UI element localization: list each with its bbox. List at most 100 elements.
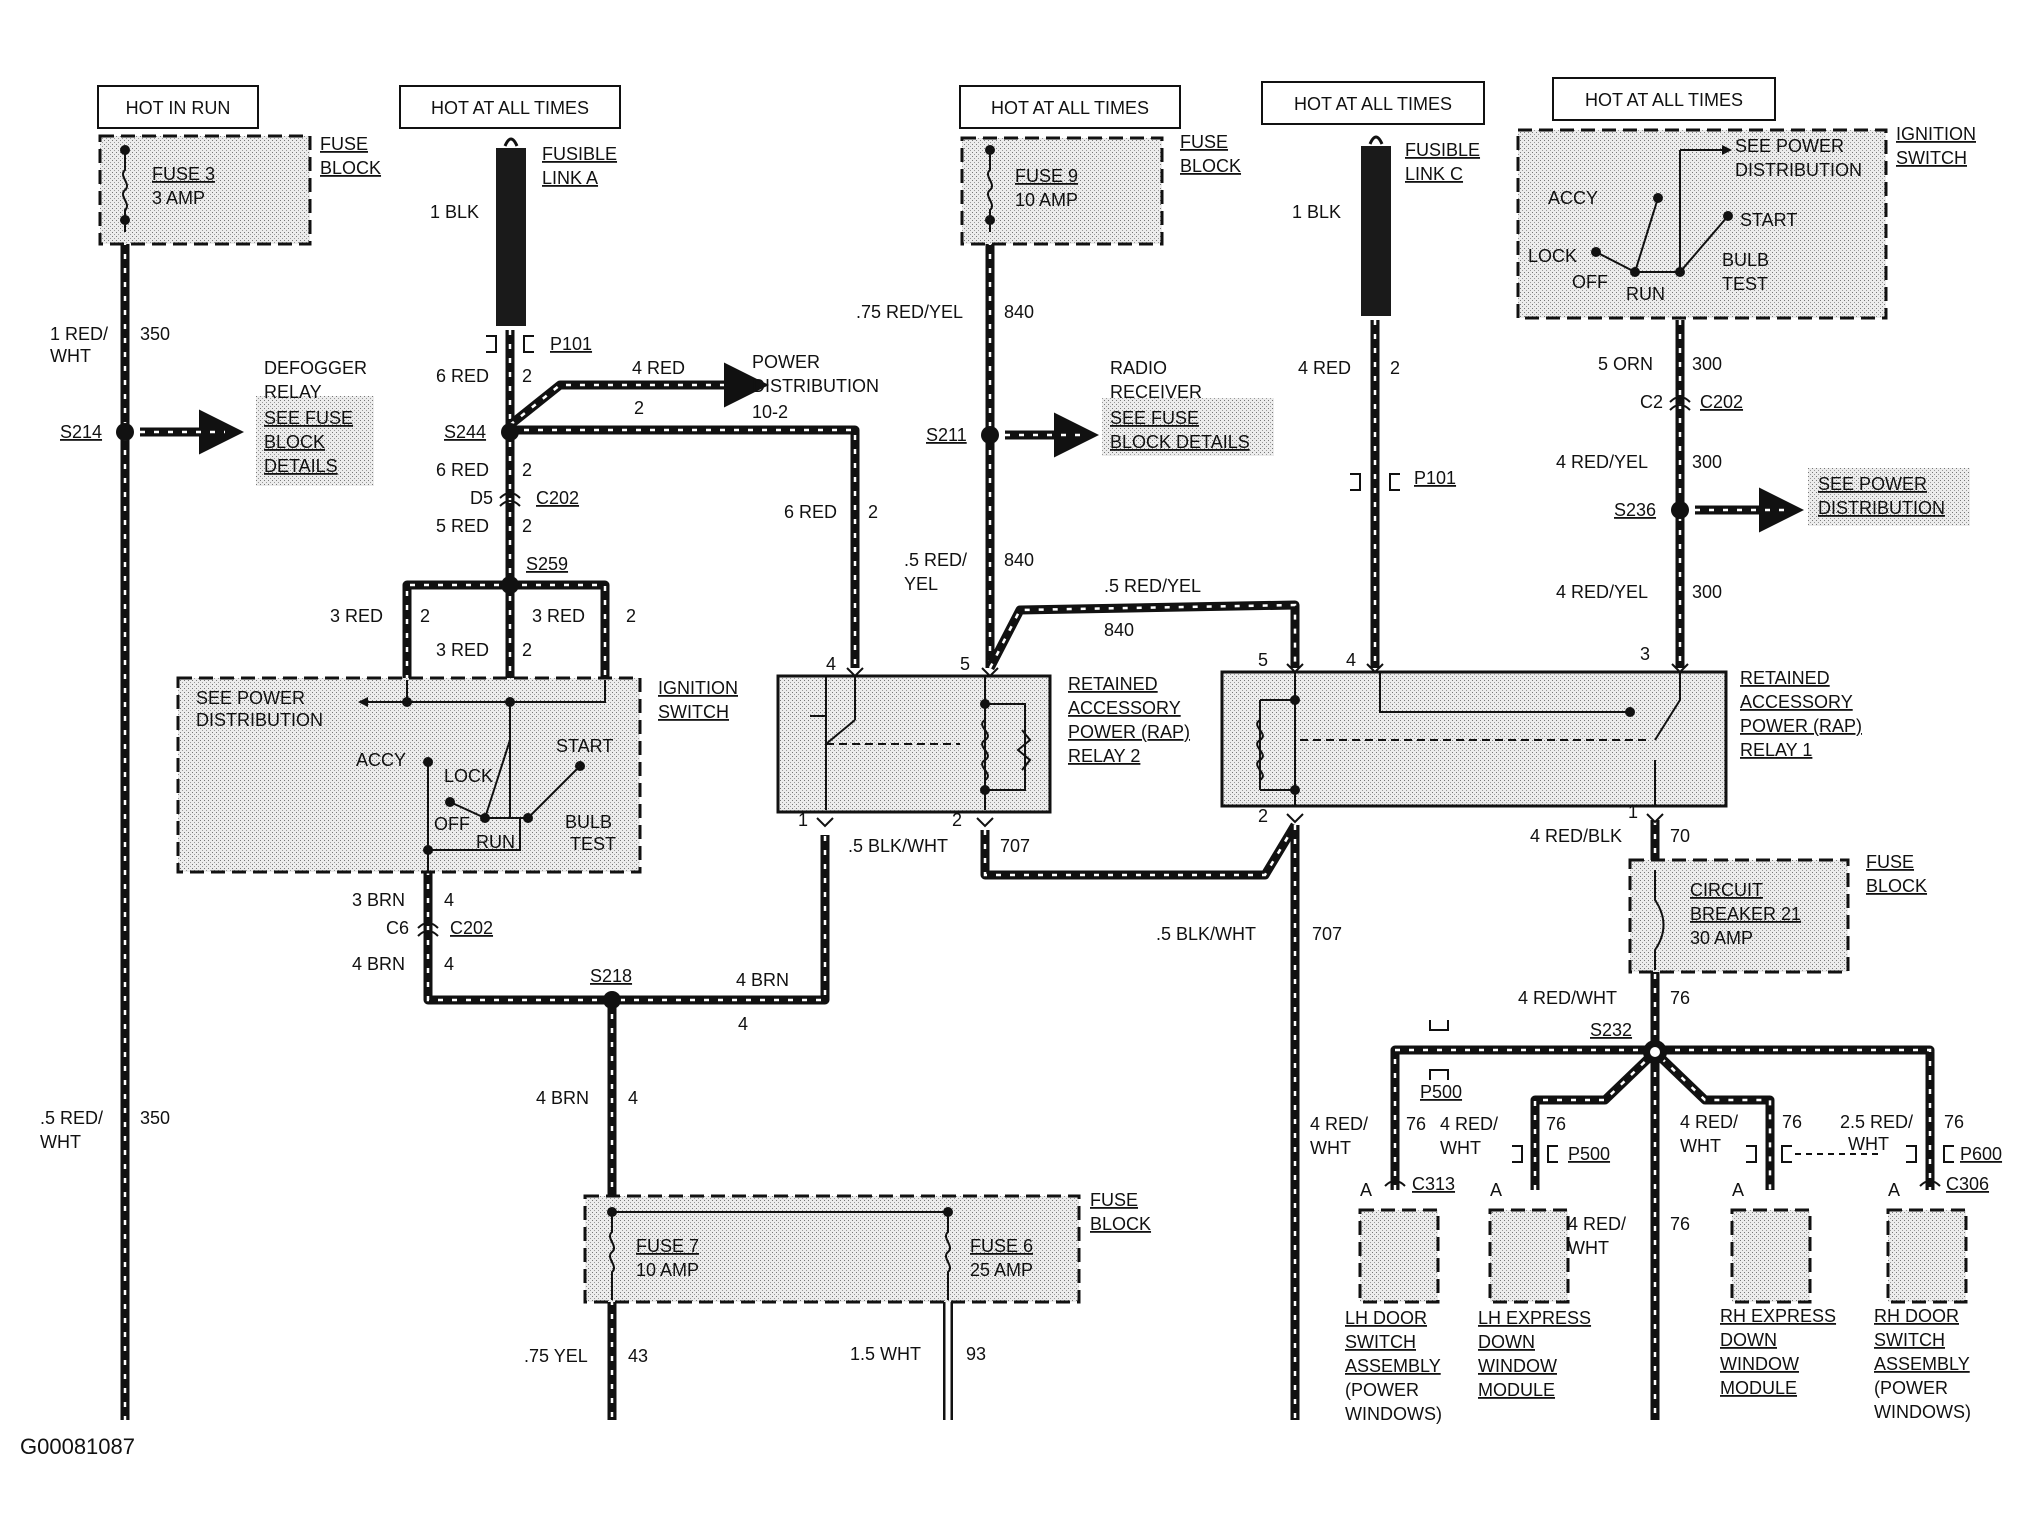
wire-label: 300 — [1692, 452, 1722, 472]
fuse-block-label-2b: BLOCK — [1180, 156, 1241, 176]
wire-label: 4 RED/ — [1310, 1114, 1368, 1134]
defogger-see2: BLOCK — [264, 432, 325, 452]
rap2-line1: RETAINED — [1068, 674, 1158, 694]
splice-s218: S218 — [590, 966, 632, 986]
cb21-line3: 30 AMP — [1690, 928, 1753, 948]
fusible-link-a-line1: FUSIBLE — [542, 144, 617, 164]
ign-left-title-1: IGNITION — [658, 678, 738, 698]
wire-label: .5 RED/YEL — [1104, 576, 1201, 596]
wire-label: WHT — [50, 346, 91, 366]
wire-label: 350 — [140, 324, 170, 344]
rap2-line3: POWER (RAP) — [1068, 722, 1190, 742]
wire-label: 4 — [628, 1088, 638, 1108]
cb21-line1: CIRCUIT — [1690, 880, 1763, 900]
fuse-3: FUSE 3 3 AMP FUSE BLOCK — [98, 134, 381, 246]
wire-label: 4 RED/BLK — [1530, 826, 1622, 846]
rap-relay-2: 4 5 1 2 RETAINED ACCESSORY POWER (RAP) R… — [776, 654, 1190, 830]
radio-see2: BLOCK DETAILS — [1110, 432, 1250, 452]
lh-door-line4: (POWER — [1345, 1380, 1419, 1400]
wire-1-blk-c: 1 BLK — [1292, 202, 1341, 222]
wire-label: 4 — [444, 890, 454, 910]
wire-label: 2 — [626, 606, 636, 626]
ign-left-title-2: SWITCH — [658, 702, 729, 722]
ign-right-see-1: SEE POWER — [1735, 136, 1844, 156]
wire-label: 4 — [738, 1014, 748, 1034]
window-modules: LH DOOR SWITCH ASSEMBLY (POWER WINDOWS) … — [1345, 1208, 1971, 1424]
defogger-see1: SEE FUSE — [264, 408, 353, 428]
wire-label: YEL — [904, 574, 938, 594]
rap1-pin-5: 5 — [1258, 650, 1268, 670]
lh-express-line2: DOWN — [1478, 1332, 1535, 1352]
radio-see1: SEE FUSE — [1110, 408, 1199, 428]
wire-label: 43 — [628, 1346, 648, 1366]
power-dist-line3: 10-2 — [752, 402, 788, 422]
rap2-pin-5: 5 — [960, 654, 970, 674]
rh-door-line2: SWITCH — [1874, 1330, 1945, 1350]
rh-express-line4: MODULE — [1720, 1378, 1797, 1398]
wire-label: 350 — [140, 1108, 170, 1128]
ign-right-bulb: BULB — [1722, 250, 1769, 270]
lh-express-line4: MODULE — [1478, 1380, 1555, 1400]
ign-right-see-2: DISTRIBUTION — [1735, 160, 1862, 180]
ign-left-test: TEST — [570, 834, 616, 854]
rap2-line4: RELAY 2 — [1068, 746, 1140, 766]
ign-left-bulb: BULB — [565, 812, 612, 832]
rap2-pin-4: 4 — [826, 654, 836, 674]
ign-right-start: START — [1740, 210, 1797, 230]
ign-left-accy: ACCY — [356, 750, 406, 770]
wire-label: 4 RED/YEL — [1556, 452, 1648, 472]
fusible-link-a: FUSIBLE LINK A 1 BLK — [430, 137, 617, 326]
wire-label: 300 — [1692, 354, 1722, 374]
connectors: P101 D5 C202 C6 C202 P101 C2 C202 P500 P… — [386, 334, 2002, 1200]
rap1-pin-3: 3 — [1640, 644, 1650, 664]
fuse-9-name: FUSE 9 — [1015, 166, 1078, 186]
connector-a-4: A — [1888, 1180, 1900, 1200]
wire-label: 2 — [522, 460, 532, 480]
splices: S214 S244 S259 S211 S218 S236 S232 — [60, 422, 1689, 1064]
fuse-3-rating: 3 AMP — [152, 188, 205, 208]
wire-label: 840 — [1004, 302, 1034, 322]
wire-label: 6 RED — [436, 366, 489, 386]
rap2-pin-1: 1 — [798, 810, 808, 830]
connector-a-3: A — [1732, 1180, 1744, 1200]
wire-label: 4 RED/ — [1440, 1114, 1498, 1134]
connector-c306: C306 — [1946, 1174, 1989, 1194]
wire-label: 76 — [1546, 1114, 1566, 1134]
header-hot-all-times-2: HOT AT ALL TIMES — [991, 98, 1149, 118]
fusible-link-c-line2: LINK C — [1405, 164, 1463, 184]
fusible-link-c: FUSIBLE LINK C 1 BLK — [1292, 135, 1480, 316]
defogger-line2: RELAY — [264, 382, 322, 402]
splice-s232: S232 — [1590, 1020, 1632, 1040]
see-power-dist-right-2: DISTRIBUTION — [1818, 498, 1945, 518]
rap1-pin-2: 2 — [1258, 806, 1268, 826]
header-hot-in-run: HOT IN RUN — [126, 98, 231, 118]
wire-label: WHT — [1310, 1138, 1351, 1158]
hot-headers: HOT IN RUN HOT AT ALL TIMES HOT AT ALL T… — [97, 77, 1776, 129]
lh-express-line1: LH EXPRESS — [1478, 1308, 1591, 1328]
wire-label: 840 — [1004, 550, 1034, 570]
wire-label: 76 — [1670, 1214, 1690, 1234]
splice-s244: S244 — [444, 422, 486, 442]
lh-door-line5: WINDOWS) — [1345, 1404, 1442, 1424]
ign-left-see-1: SEE POWER — [196, 688, 305, 708]
wire-label: 2 — [420, 606, 430, 626]
wire-label: 2 — [522, 516, 532, 536]
power-dist-line1: POWER — [752, 352, 820, 372]
ign-right-test: TEST — [1722, 274, 1768, 294]
cb21-block-2: BLOCK — [1866, 876, 1927, 896]
wire-label: 1.5 WHT — [850, 1344, 921, 1364]
cb21-line2: BREAKER 21 — [1690, 904, 1801, 924]
rap2-pin-2: 2 — [952, 810, 962, 830]
wire-label: WHT — [1568, 1238, 1609, 1258]
wire-label: 93 — [966, 1344, 986, 1364]
wire-label: 2 — [868, 502, 878, 522]
fuse-block-bottom-1: FUSE — [1090, 1190, 1138, 1210]
wire-label: 2 — [522, 640, 532, 660]
wire-label: 4 RED — [1298, 358, 1351, 378]
lh-door-line1: LH DOOR — [1345, 1308, 1427, 1328]
defogger-see3: DETAILS — [264, 456, 338, 476]
rap1-line3: POWER (RAP) — [1740, 716, 1862, 736]
splice-s211: S211 — [926, 425, 967, 445]
wire-label: 76 — [1944, 1112, 1964, 1132]
rap1-line1: RETAINED — [1740, 668, 1830, 688]
